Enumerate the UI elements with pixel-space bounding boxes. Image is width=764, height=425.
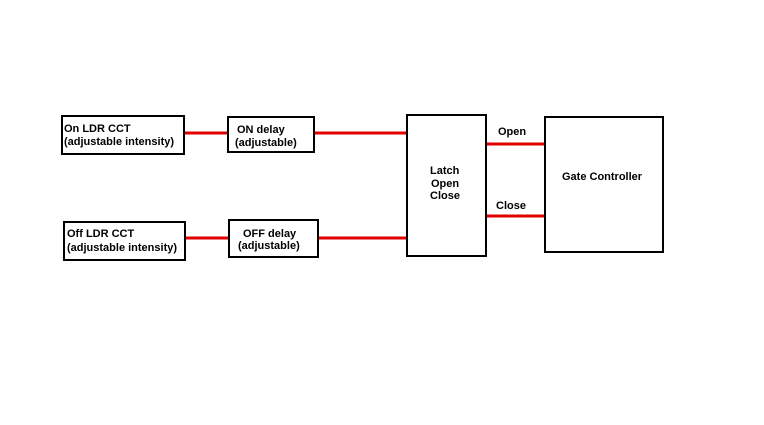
latch-title: Latch bbox=[430, 165, 460, 177]
off-ldr-subtitle: (adjustable intensity) bbox=[67, 242, 178, 254]
off-delay-subtitle: (adjustable) bbox=[238, 240, 300, 252]
close-signal-label: Close bbox=[496, 200, 526, 212]
on-delay-title: ON delay bbox=[237, 124, 285, 136]
latch-block: Latch Open Close bbox=[406, 114, 487, 257]
on-delay-subtitle: (adjustable) bbox=[235, 137, 297, 149]
off-ldr-title: Off LDR CCT bbox=[67, 228, 135, 240]
off-delay-block: OFF delay (adjustable) bbox=[228, 219, 319, 258]
on-ldr-title: On LDR CCT bbox=[64, 123, 131, 135]
on-ldr-circuit-block: On LDR CCT (adjustable intensity) bbox=[61, 115, 185, 155]
on-delay-block: ON delay (adjustable) bbox=[227, 116, 315, 153]
latch-close-label: Close bbox=[430, 190, 460, 202]
gate-controller-title: Gate Controller bbox=[562, 171, 643, 183]
latch-open-label: Open bbox=[431, 178, 460, 190]
gate-controller-block: Gate Controller bbox=[544, 116, 664, 253]
open-signal-label: Open bbox=[498, 126, 527, 138]
off-ldr-circuit-block: Off LDR CCT (adjustable intensity) bbox=[63, 221, 186, 261]
on-ldr-subtitle: (adjustable intensity) bbox=[64, 136, 175, 148]
off-delay-title: OFF delay bbox=[243, 228, 297, 240]
